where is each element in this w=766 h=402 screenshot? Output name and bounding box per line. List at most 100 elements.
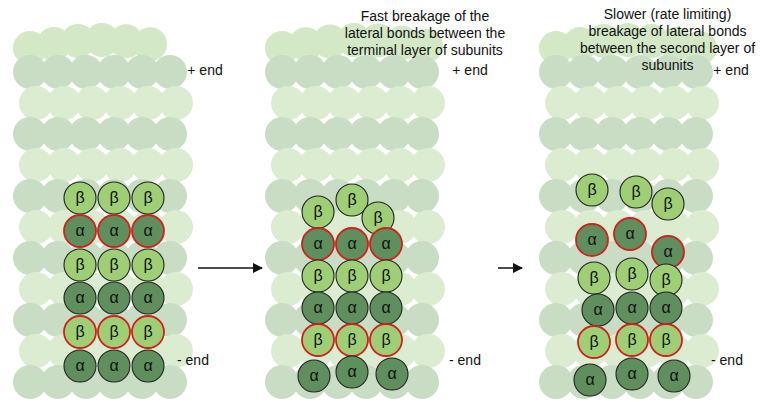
tubulin-subunit: α [615, 291, 649, 325]
subunit-label: α [575, 223, 609, 257]
subunit-label: β [649, 323, 683, 357]
background-subunit [685, 210, 719, 244]
tubulin-subunit: β [577, 261, 611, 295]
tubulin-subunit: α [301, 291, 335, 325]
tubulin-subunit: β [131, 181, 165, 215]
tubulin-subunit: β [97, 181, 131, 215]
subunit-label: β [369, 259, 403, 293]
tubulin-subunit: β [301, 323, 335, 357]
tubulin-subunit: β [301, 259, 335, 293]
background-subunit [411, 272, 445, 306]
tubulin-subunit: α [63, 214, 97, 248]
end-label: - end [440, 352, 490, 369]
tubulin-subunit: β [369, 323, 403, 357]
subunit-label: β [301, 323, 335, 357]
tubulin-subunit: α [657, 359, 691, 393]
background-subunit [159, 86, 193, 120]
background-subunit [679, 179, 713, 213]
subunit-label: α [131, 349, 165, 383]
subunit-label: β [335, 323, 369, 357]
subunit-label: α [615, 357, 649, 391]
subunit-label: β [615, 257, 649, 291]
tubulin-subunit: α [575, 223, 609, 257]
tubulin-subunit: β [131, 315, 165, 349]
subunit-label: α [657, 359, 691, 393]
background-subunit [405, 241, 439, 275]
tubulin-subunit: β [63, 315, 97, 349]
tubulin-subunit: α [63, 349, 97, 383]
tubulin-subunit: α [375, 357, 409, 391]
process-arrow [498, 267, 522, 269]
tubulin-subunit: α [335, 355, 369, 389]
subunit-label: α [63, 214, 97, 248]
background-subunit [411, 148, 445, 182]
tubulin-subunit: β [575, 173, 609, 207]
tubulin-subunit: α [97, 349, 131, 383]
subunit-label: β [131, 181, 165, 215]
subunit-label: β [575, 173, 609, 207]
subunit-label: α [63, 281, 97, 315]
subunit-label: α [613, 217, 647, 251]
tubulin-subunit: α [335, 291, 369, 325]
subunit-label: α [335, 227, 369, 261]
subunit-label: β [301, 259, 335, 293]
subunit-label: α [131, 281, 165, 315]
subunit-label: β [301, 195, 335, 229]
end-label: + end [445, 62, 495, 79]
subunit-label: β [619, 175, 653, 209]
background-subunit [405, 117, 439, 151]
subunit-label: α [97, 281, 131, 315]
subunit-label: α [369, 291, 403, 325]
subunit-label: β [131, 315, 165, 349]
subunit-label: β [131, 248, 165, 282]
tubulin-subunit: β [335, 259, 369, 293]
tubulin-subunit: β [369, 259, 403, 293]
background-subunit [153, 117, 187, 151]
tubulin-subunit: β [97, 248, 131, 282]
end-label: - end [702, 352, 752, 369]
tubulin-subunit: β [131, 248, 165, 282]
background-subunit [405, 365, 439, 399]
subunit-label: α [335, 291, 369, 325]
subunit-label: β [97, 315, 131, 349]
tubulin-subunit: α [131, 349, 165, 383]
tubulin-subunit: β [577, 325, 611, 359]
subunit-label: α [97, 349, 131, 383]
background-subunit [679, 303, 713, 337]
tubulin-subunit: α [573, 363, 607, 397]
tubulin-subunit: α [649, 291, 683, 325]
subunit-label: β [97, 248, 131, 282]
subunit-label: β [577, 261, 611, 295]
subunit-label: α [649, 291, 683, 325]
tubulin-subunit: α [131, 214, 165, 248]
tubulin-subunit: α [613, 217, 647, 251]
subunit-label: α [369, 227, 403, 261]
tubulin-subunit: β [97, 315, 131, 349]
background-subunit [405, 303, 439, 337]
tubulin-subunit: α [97, 214, 131, 248]
background-subunit [159, 148, 193, 182]
background-subunit [411, 334, 445, 368]
end-label: - end [168, 352, 218, 369]
subunit-label: α [615, 291, 649, 325]
tubulin-subunit: α [369, 291, 403, 325]
tubulin-subunit: β [651, 187, 685, 221]
subunit-label: α [63, 349, 97, 383]
background-subunit [405, 179, 439, 213]
subunit-label: α [335, 355, 369, 389]
end-label: + end [180, 62, 230, 79]
background-subunit [679, 117, 713, 151]
step-caption: Fast breakage of the lateral bonds betwe… [340, 8, 510, 59]
subunit-label: α [97, 214, 131, 248]
subunit-label: α [301, 227, 335, 261]
background-subunit [685, 272, 719, 306]
tubulin-subunit: α [615, 357, 649, 391]
tubulin-subunit: α [335, 227, 369, 261]
tubulin-subunit: β [619, 175, 653, 209]
tubulin-subunit: β [615, 323, 649, 357]
tubulin-subunit: β [615, 257, 649, 291]
tubulin-subunit: α [297, 359, 331, 393]
subunit-label: α [297, 359, 331, 393]
tubulin-subunit: β [649, 323, 683, 357]
subunit-label: β [97, 181, 131, 215]
